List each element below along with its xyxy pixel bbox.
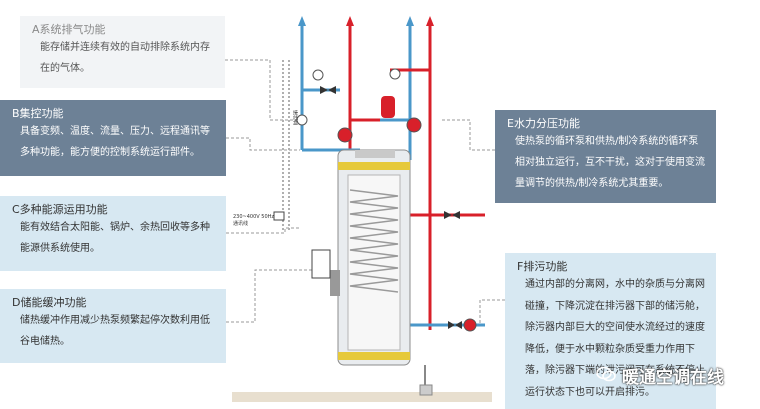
gauge-icon [296,114,308,126]
up-arrow-right-cold [406,16,414,26]
power-label: 230~400V 50Hz [233,214,275,220]
panel-c: C多种能源运用功能 能有效结合太阳能、锅炉、余热回收等多种能源供系统使用。 [0,196,226,271]
up-arrow-cold [298,16,306,26]
gauge-icon [312,69,324,81]
panel-d-body: 储热缓冲作用减少热泵频繁起停次数利用低谷电储热。 [20,315,210,347]
panel-a-body: 能存储并连续有效的自动排除系统内存在的气体。 [40,42,210,74]
panel-f-title: F排污功能 [517,260,568,273]
panel-a: A系统排气功能 能存储并连续有效的自动排除系统内存在的气体。 [20,16,225,88]
up-arrow-hot [346,16,354,26]
junction-box-label: 接线盒 [292,110,298,125]
tank-top-fitting [355,150,395,158]
floor [232,392,492,402]
panel-e-title: E水力分压功能 [507,117,580,130]
wechat-icon [596,366,616,382]
junction-box [273,211,285,221]
comm-label: 通讯线 [233,221,249,227]
panel-f: F排污功能 通过内部的分离网，水中的杂质与分离网碰撞，下降沉淀在排污器下部的储污… [505,253,716,409]
tank-coil [349,189,399,293]
storage-tank [337,149,411,366]
panel-b-title: B集控功能 [12,107,64,120]
wall-conduit [282,60,290,230]
panel-b-body: 具备变频、温度、流量、压力、远程通讯等多种功能，能方便的控制系统运行部件。 [20,126,210,158]
panel-a-title: A系统排气功能 [32,23,106,36]
watermark: 暖通空调在线 [622,368,724,388]
expansion-vessel [381,96,395,118]
tank-side-heater [330,270,340,296]
panel-d: D储能缓冲功能 储热缓冲作用减少热泵频繁起停次数利用低谷电储热。 [0,289,226,363]
pump-icon [337,127,353,143]
up-arrow-right-hot [426,16,434,26]
pump-icon [463,318,477,332]
panel-b: B集控功能 具备变频、温度、流量、压力、远程通讯等多种功能，能方便的控制系统运行… [0,100,226,176]
pump-icon [406,117,422,133]
panel-c-body: 能有效结合太阳能、锅炉、余热回收等多种能源供系统使用。 [20,222,210,254]
panel-e-body: 使热泵的循环泵和供热/制冷系统的循环泵相对独立运行，互不干扰，这对于使用变流量调… [515,136,705,189]
gauge-icon [389,68,401,80]
panel-c-title: C多种能源运用功能 [12,203,108,216]
control-box [311,249,331,279]
valve-icons [320,86,462,329]
panel-d-title: D储能缓冲功能 [12,296,87,309]
drain-trap [419,384,433,396]
panel-f-body: 通过内部的分离网，水中的杂质与分离网碰撞，下降沉淀在排污器下部的储污舱，除污器内… [525,279,705,398]
panel-e: E水力分压功能 使热泵的循环泵和供热/制冷系统的循环泵相对独立运行，互不干扰，这… [495,110,716,203]
leader-lines [225,59,505,326]
